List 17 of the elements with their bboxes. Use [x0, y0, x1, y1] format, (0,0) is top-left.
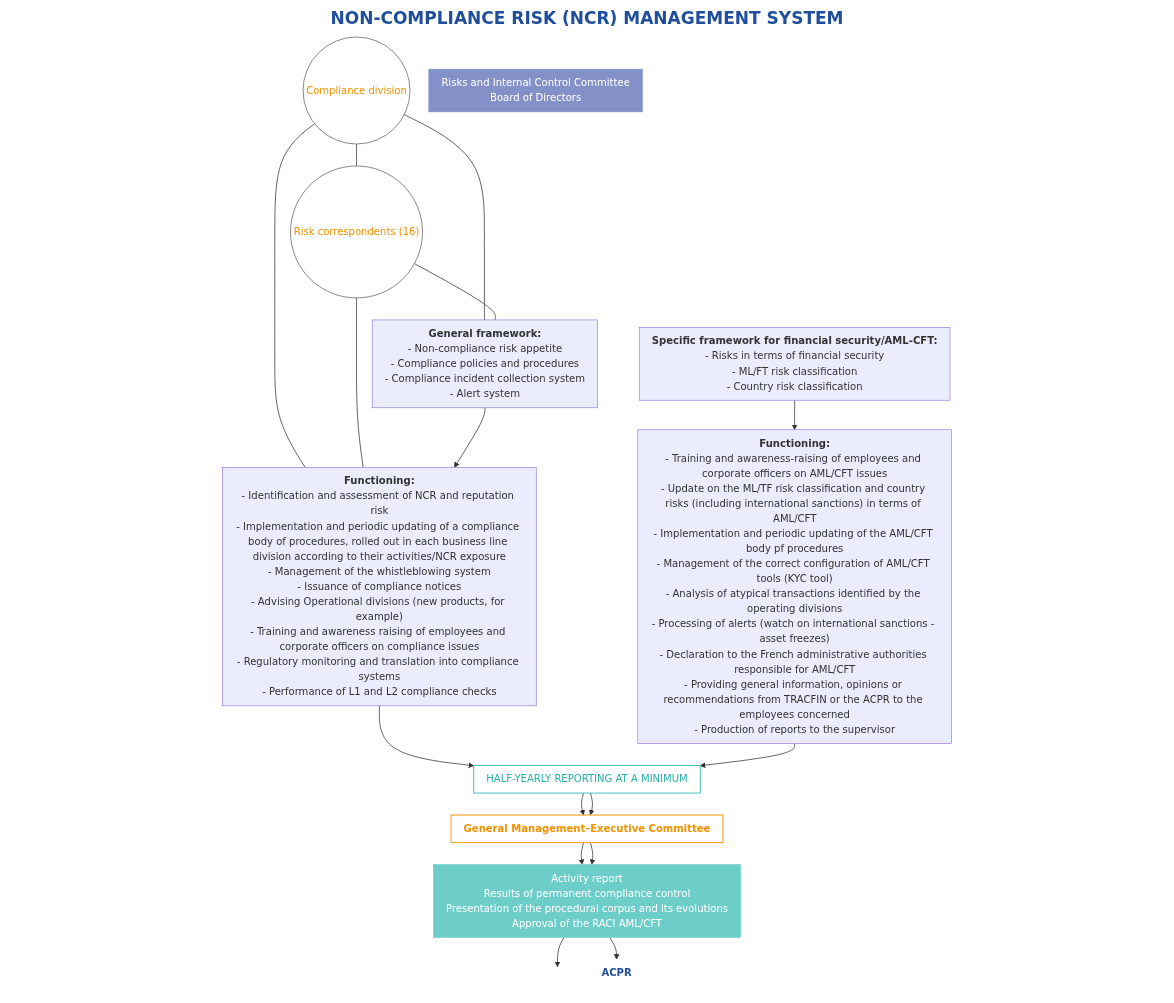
node-box: HALF-YEARLY REPORTING AT A MINIMUM: [473, 765, 701, 794]
node-box: Specific framework for financial security/AML-CFT: - Risks in terms of financial security - ML/FT risk classification - Country risk classification: [638, 327, 951, 401]
node-box: Functioning: - Training and awareness-raising of employees and corporate officers on AML/CFT issues - Update on the ML/TF risk classification and country risks (including international sanctions) in terms of AML/CFT - Implementation and periodic updating of the AML/CFT body pf procedures - Management of the correct configuration of AML/CFT tools (KYC tool) - Analysis of atypical transactions identified by the operating divisions - Processing of alerts (watch on international sanctions - asset freezes) - Declaration to the French administrative authorities responsible for AML/CFT - Providing general information, opinions or recommendations from TRACFIN or the ACPR to the employees concerned - Production of reports to the supervisor: [637, 429, 952, 744]
node-box: General Management–Executive Committee: [450, 814, 724, 844]
node-box: Activity report Results of permanent compliance control Presentation of the procedural corpus and its evolutions Approval of the RACI AML/CFT: [433, 864, 741, 938]
connector: [403, 114, 485, 321]
node-text: ACPR: [601, 966, 632, 979]
node-circle: Risk correspondents (16): [290, 165, 423, 299]
connector: [356, 297, 364, 468]
connector: [356, 143, 357, 167]
node-box: Risks and Internal Control Committee Board of Directors: [428, 68, 643, 113]
diagram-title: NON-COMPLIANCE RISK (NCR) MANAGEMENT SYSTEM: [329, 8, 845, 28]
node-box: Functioning: - Identification and assessment of NCR and reputation risk - Implementation and periodic updating of a compliance body of procedures, rolled out in each business line division according to their activities/NCR exposure - Management of the whistleblowing system - Issuance of compliance notices - Advising Operational divisions (new products, for example) - Training and awareness raising of employees and corporate officers on compliance issues - Regulatory monitoring and translation into compliance systems - Performance of L1 and L2 compliance checks: [222, 467, 537, 707]
connector: [274, 123, 315, 468]
connector: [414, 263, 496, 321]
node-box: General framework: - Non-compliance risk appetite - Compliance policies and procedures - Compliance incident collection system - Alert system: [371, 319, 598, 409]
node-circle: Compliance division: [302, 36, 411, 145]
